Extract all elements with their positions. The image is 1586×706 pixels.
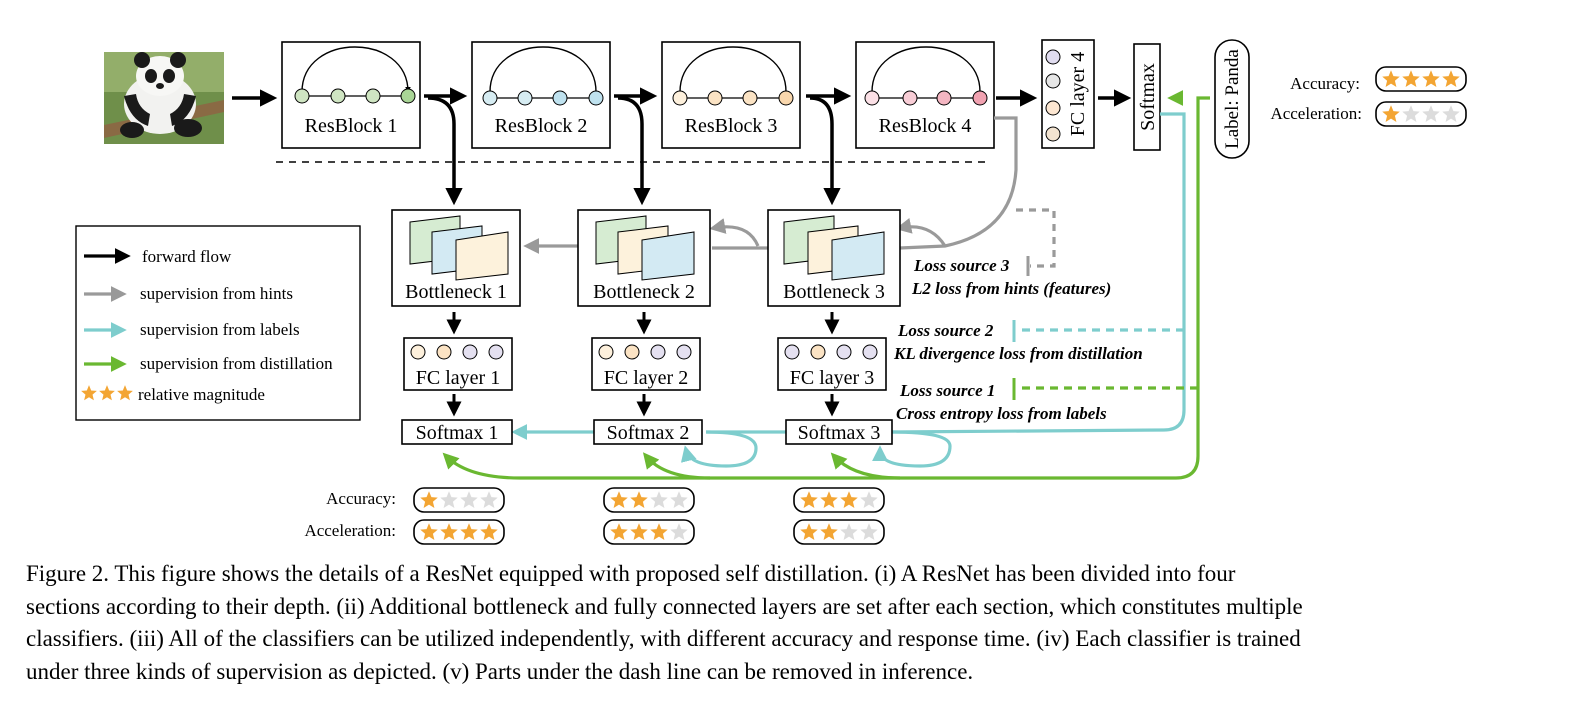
self-distillation-diagram: ResBlock 1 ResBlock 2 ResBlock 3 ResBloc…	[75, 39, 1467, 545]
softmax-2: Softmax 2	[593, 419, 703, 445]
bottleneck-3: Bottleneck 3	[767, 209, 901, 307]
accuracy-label-bottom: Accuracy:	[326, 489, 396, 508]
accuracy-label-main: Accuracy:	[1290, 74, 1360, 93]
rating-pill-c3-accuracy	[793, 487, 885, 513]
rating-pill-c2-acceleration	[603, 519, 695, 545]
fc-layer-2: FC layer 2	[591, 337, 701, 391]
loss3-desc: L2 loss from hints (features)	[911, 279, 1111, 298]
fc-layer-3-label: FC layer 3	[790, 367, 874, 389]
hints-supervision-lines	[523, 116, 1056, 268]
loss1-desc: Cross entropy loss from labels	[896, 404, 1107, 423]
caption-line-4: under three kinds of supervision as depi…	[26, 658, 974, 684]
forward-arrows-top	[232, 87, 1132, 206]
fc-layer-4-label: FC layer 4	[1067, 52, 1089, 136]
resblock-2-label: ResBlock 2	[495, 115, 588, 137]
legend-stars: relative magnitude	[138, 385, 265, 404]
resblock-2: ResBlock 2	[471, 41, 611, 149]
rating-pill-c1-accuracy	[413, 487, 505, 513]
fc-layer-1: FC layer 1	[403, 337, 513, 391]
caption-line-3: classifiers. (iii) All of the classifier…	[26, 626, 1301, 651]
rating-pill-c3-acceleration	[793, 519, 885, 545]
figure-caption: Figure 2. This figure shows the details …	[26, 558, 1522, 688]
distillation-supervision-lines	[442, 90, 1210, 480]
softmax-3-label: Softmax 3	[798, 422, 881, 444]
fc-layer-2-label: FC layer 2	[604, 367, 688, 389]
loss3-title: Loss source 3	[913, 256, 1010, 275]
bottleneck-1-label: Bottleneck 1	[405, 281, 507, 303]
bottleneck-2-label: Bottleneck 2	[593, 281, 695, 303]
label-panda-text: Label: Panda	[1222, 49, 1243, 149]
fc-layer-4: FC layer 4	[1041, 39, 1095, 149]
softmax-main-label: Softmax	[1137, 63, 1159, 131]
legend-distill: supervision from distillation	[140, 354, 333, 373]
resblock-4: ResBlock 4	[855, 41, 995, 149]
bottleneck-3-label: Bottleneck 3	[783, 281, 885, 303]
softmax-1-label: Softmax 1	[416, 422, 499, 444]
resblock-1-label: ResBlock 1	[305, 115, 398, 137]
softmax-1: Softmax 1	[401, 419, 513, 445]
loss1-title: Loss source 1	[899, 381, 995, 400]
rating-pill-c2-accuracy	[603, 487, 695, 513]
resblock-3: ResBlock 3	[661, 41, 801, 149]
fc-layer-1-label: FC layer 1	[416, 367, 500, 389]
label-panda: Label: Panda	[1214, 39, 1250, 159]
legend-labels: supervision from labels	[140, 320, 300, 339]
label-supervision-lines	[511, 112, 1186, 468]
panda-image	[104, 52, 224, 144]
rating-pill-main-acceleration	[1375, 101, 1467, 127]
rating-pill-main-accuracy	[1375, 66, 1467, 92]
softmax-main: Softmax	[1133, 43, 1161, 151]
loss-markers	[1012, 256, 1030, 400]
rating-pills	[413, 66, 1467, 545]
caption-line-1: Figure 2. This figure shows the details …	[26, 561, 1236, 586]
fc-layer-3: FC layer 3	[777, 337, 887, 391]
legend-forward: forward flow	[142, 247, 232, 266]
softmax-2-label: Softmax 2	[607, 422, 690, 444]
loss2-title: Loss source 2	[897, 321, 994, 340]
resblock-3-label: ResBlock 3	[685, 115, 778, 137]
resblock-1: ResBlock 1	[281, 41, 421, 149]
loss-source-texts: Loss source 3 L2 loss from hints (featur…	[893, 256, 1143, 423]
forward-arrows-branches	[446, 312, 840, 417]
resblock-4-label: ResBlock 4	[879, 115, 972, 137]
bottleneck-2: Bottleneck 2	[577, 209, 711, 307]
softmax-3: Softmax 3	[785, 419, 893, 445]
legend: forward flow supervision from hints supe…	[75, 225, 361, 421]
loss2-desc: KL divergence loss from distillation	[893, 344, 1143, 363]
rating-pill-c1-acceleration	[413, 519, 505, 545]
acceleration-label-bottom: Acceleration:	[304, 521, 396, 540]
acceleration-label-main: Acceleration:	[1270, 104, 1362, 123]
rating-labels: Accuracy: Acceleration: Accuracy: Accele…	[304, 74, 1362, 540]
caption-line-2: sections according to their depth. (ii) …	[26, 593, 1303, 619]
legend-hints: supervision from hints	[140, 284, 293, 303]
bottleneck-1: Bottleneck 1	[391, 209, 521, 307]
